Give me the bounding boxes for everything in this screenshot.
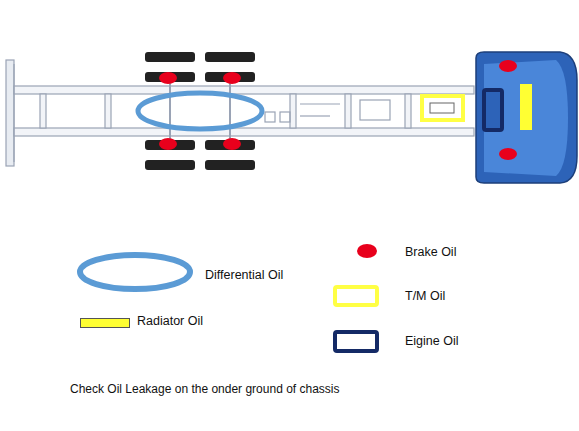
legend-entry: Eigine Oil	[405, 334, 459, 349]
caption-text: Check Oil Leakage on the onder ground of…	[70, 382, 340, 397]
legend-entry: Brake Oil	[405, 245, 456, 260]
legend-swatch	[357, 244, 377, 258]
brake-mark	[159, 72, 241, 150]
legend-text: Radiator Oil	[137, 314, 203, 329]
cab-roof	[484, 60, 568, 176]
legend-entry: T/M Oil	[405, 289, 445, 304]
legend-swatch	[80, 318, 130, 328]
radiator-mark	[520, 84, 532, 130]
caption: Check Oil Leakage on the onder ground of…	[70, 382, 340, 397]
legend-rect	[335, 332, 377, 351]
legend-text: Differential Oil	[205, 268, 283, 283]
legend-text: Brake Oil	[405, 245, 456, 260]
transmission-mark	[422, 96, 463, 120]
legend-rect	[335, 287, 377, 305]
legend-entry: Radiator Oil	[137, 314, 203, 329]
legend-ellipse	[80, 255, 190, 289]
differential-mark	[138, 93, 262, 129]
legend-entry: Differential Oil	[205, 268, 283, 283]
chassis-frame	[6, 60, 474, 166]
legend-text: T/M Oil	[405, 289, 445, 304]
engine-mark	[484, 90, 502, 130]
tire	[145, 52, 255, 170]
transmission-part	[430, 103, 454, 113]
cab	[476, 52, 577, 183]
legend-text: Eigine Oil	[405, 334, 459, 349]
